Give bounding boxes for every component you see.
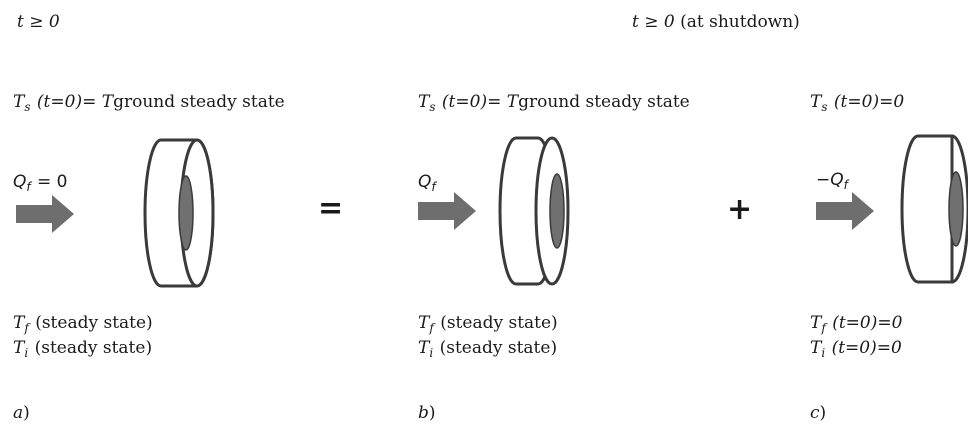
plus-operator: + (727, 192, 753, 227)
panel-a-surface-temp: Ts (t=0)= Tground steady state (13, 92, 285, 114)
panel-c-pipe-section-icon (900, 134, 968, 284)
panel-c-fluid-temp: Tf (t=0)=0 (810, 313, 903, 335)
panel-b-flow-arrow-icon (418, 192, 476, 230)
panel-c-flow-arrow-icon (816, 192, 874, 230)
panel-b-label: b) (418, 403, 436, 423)
panel-c-label: c) (810, 403, 827, 423)
panel-b-fluid-temp: Tf (steady state) (418, 313, 558, 335)
panel-c-flow-label: −Qf (816, 170, 848, 192)
panel-b-inner-temp: Ti (steady state) (418, 338, 558, 360)
panel-a-fluid-temp: Tf (steady state) (13, 313, 153, 335)
panel-a-label: a) (13, 403, 30, 423)
panel-b-pipe-section-icon (498, 136, 570, 286)
header-time-condition-left: t ≥ 0 (17, 12, 60, 32)
panel-c-inner-temp: Ti (t=0)=0 (810, 338, 902, 360)
panel-c-surface-temp: Ts (t=0)=0 (810, 92, 905, 114)
equals-operator: = (318, 191, 344, 226)
panel-b-flow-label: Qf (418, 172, 436, 194)
header-time-condition-right: t ≥ 0 (at shutdown) (632, 12, 800, 32)
panel-a-pipe-section-icon (143, 138, 215, 288)
panel-a-inner-temp: Ti (steady state) (13, 338, 153, 360)
panel-a-flow-arrow-icon (16, 195, 74, 233)
panel-b-surface-temp: Ts (t=0)= Tground steady state (418, 92, 690, 114)
panel-a-flow-label: Qf = 0 (13, 172, 68, 194)
